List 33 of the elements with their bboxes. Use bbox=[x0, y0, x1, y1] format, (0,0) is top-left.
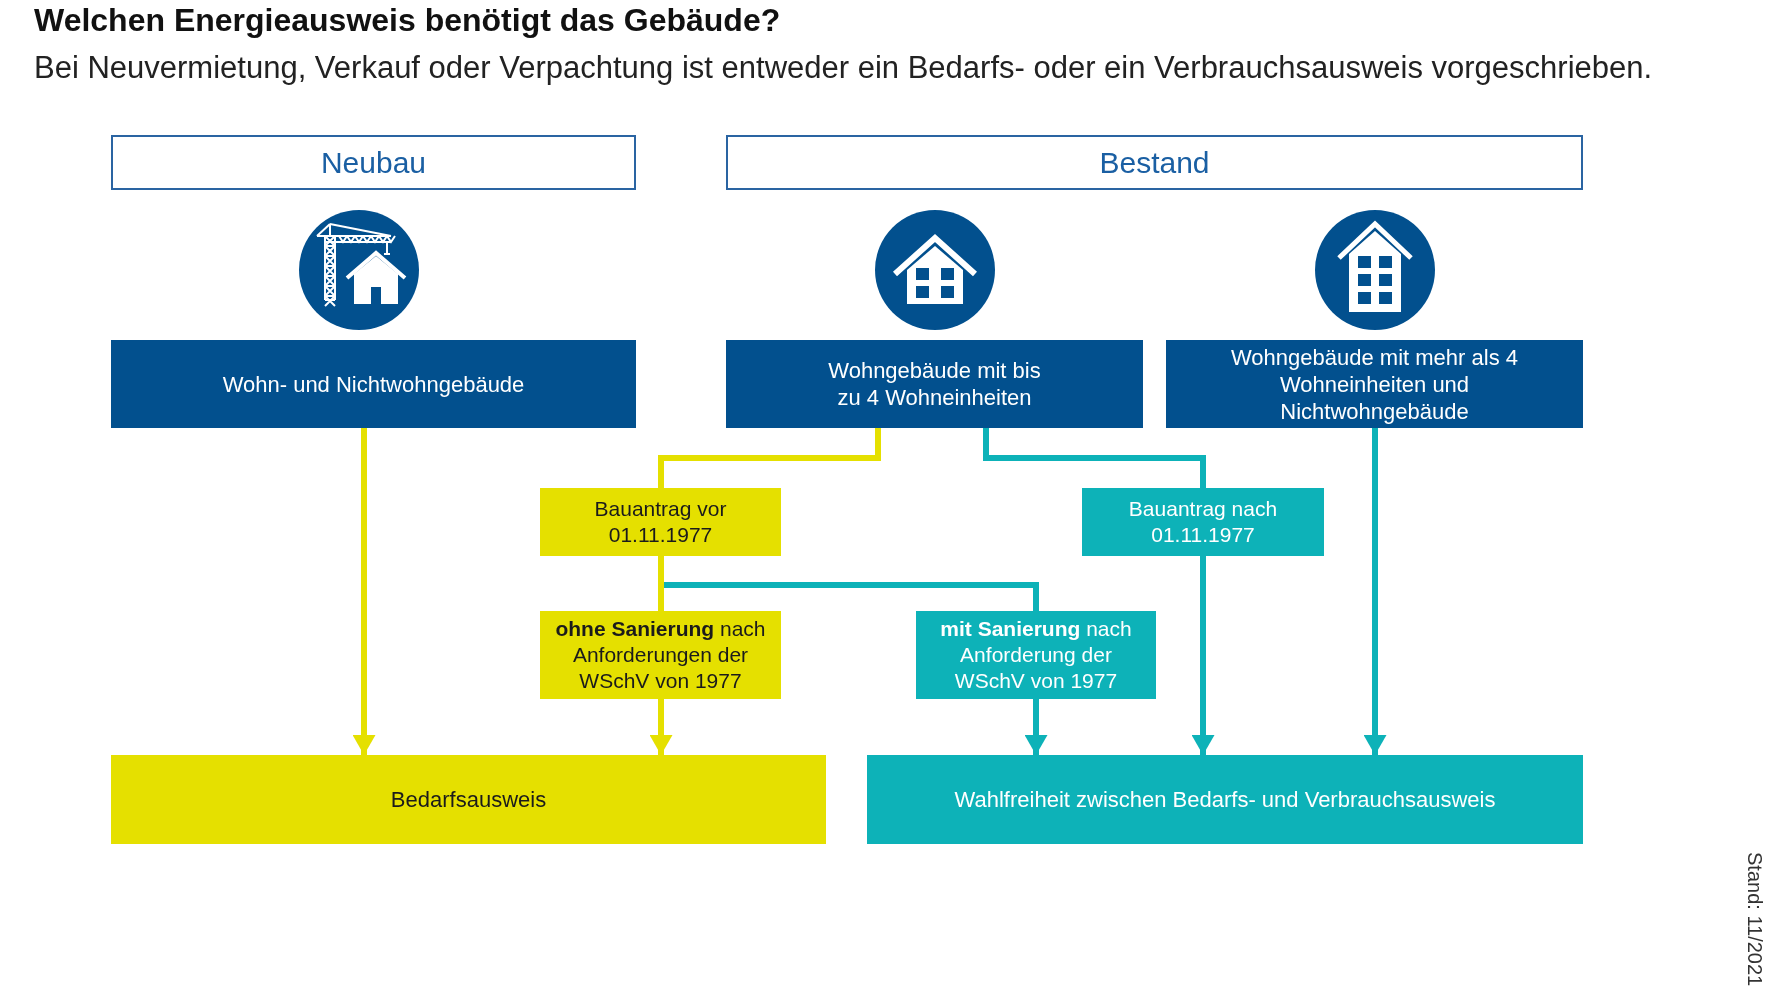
subtitle: Bei Neuvermietung, Verkauf oder Verpachtung ist entweder ein Bedarfs- oder ein Verbrauchsausweis vorgeschrieben. bbox=[34, 49, 1653, 86]
box-text: Wahlfreiheit zwischen Bedarfs- und Verbrauchsausweis bbox=[954, 786, 1496, 813]
building-type-box bbox=[726, 340, 1143, 428]
result-box bbox=[867, 755, 1583, 844]
box-text: Wohngebäude mit bis zu 4 Wohneinheiten bbox=[827, 357, 1042, 411]
connector-line bbox=[658, 556, 664, 611]
connector-arrow bbox=[352, 428, 376, 755]
condition-box bbox=[1082, 488, 1324, 556]
box-text: Wohngebäude mit mehr als 4 Wohneinheiten und Nichtwohngebäude bbox=[1230, 343, 1519, 425]
box-text: Wohn- und Nichtwohngebäude bbox=[222, 370, 525, 398]
connector-arrow bbox=[1363, 428, 1387, 755]
building-type-box bbox=[111, 340, 636, 428]
box-text: mit Sanierung nach Anforderung der WSchV von 1977 bbox=[939, 616, 1133, 694]
box-text: Bauantrag vor 01.11.1977 bbox=[593, 496, 728, 548]
condition-box bbox=[540, 611, 781, 699]
category-header bbox=[726, 135, 1583, 190]
connector-arrow bbox=[1191, 556, 1215, 755]
title: Welchen Energieausweis benötigt das Gebäude? bbox=[34, 1, 781, 39]
date-note: Stand: 11/2021 bbox=[1743, 852, 1767, 987]
condition-box bbox=[540, 488, 781, 556]
building-type-box bbox=[1166, 340, 1583, 428]
connector-arrow bbox=[649, 699, 673, 755]
category-header bbox=[111, 135, 636, 190]
box-text: Neubau bbox=[320, 145, 427, 181]
box-text: Bestand bbox=[1099, 145, 1210, 181]
result-box bbox=[111, 755, 826, 844]
condition-box bbox=[916, 611, 1156, 699]
box-text: Bedarfsausweis bbox=[390, 786, 547, 813]
box-text: Bauantrag nach 01.11.1977 bbox=[1127, 496, 1279, 548]
connector-line bbox=[983, 428, 1206, 488]
box-text: ohne Sanierung nach Anforderungen der WSchV von 1977 bbox=[554, 616, 767, 694]
connector-arrow bbox=[1024, 699, 1048, 755]
connector-line bbox=[658, 428, 881, 488]
